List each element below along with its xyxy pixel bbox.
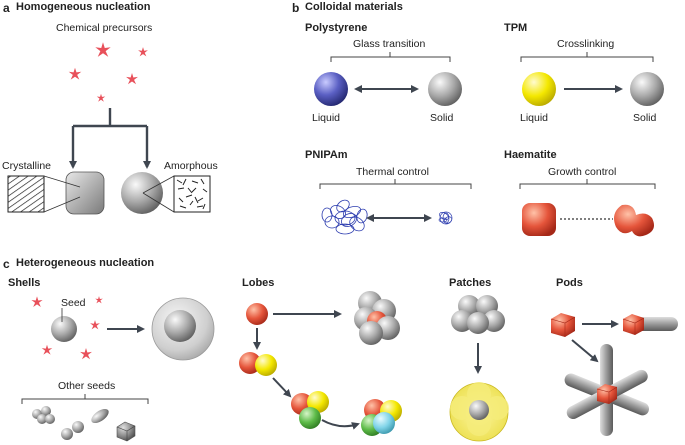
panel-a-title: Homogeneous nucleation <box>16 1 151 13</box>
shells-seed-sphere <box>51 316 77 342</box>
polystyrene-liquid-label: Liquid <box>312 112 341 124</box>
panel-c-title: Heterogeneous nucleation <box>16 257 155 269</box>
haematite-bracket <box>519 179 656 189</box>
haematite-title: Haematite <box>504 149 557 161</box>
patches-encapsulated-cluster <box>449 382 509 442</box>
polystyrene-solid-sphere <box>428 72 462 106</box>
lobes-title: Lobes <box>242 277 275 289</box>
haematite-cube <box>522 203 556 236</box>
tpm-bracket <box>520 52 654 62</box>
tpm-process-label: Crosslinking <box>557 38 615 50</box>
panel-a-letter: a <box>3 1 10 15</box>
patches-title: Patches <box>449 277 492 289</box>
lobes-arrow-curved <box>321 419 360 430</box>
pnipam-collapsed-coil <box>438 211 453 225</box>
pnipam-title: PNIPAm <box>305 149 348 161</box>
lobes-trimer <box>291 391 329 429</box>
lobes-tetramer <box>361 399 402 436</box>
tpm-solid-label: Solid <box>633 112 657 124</box>
haematite-process-label: Growth control <box>548 166 617 178</box>
amorphous-label: Amorphous <box>164 160 218 172</box>
tpm-solid-sphere <box>630 72 664 106</box>
other-seeds-bracket <box>21 394 149 404</box>
lobes-dimer <box>239 352 277 376</box>
panel-a-branch-arrows <box>69 108 151 169</box>
shells-title: Shells <box>8 277 41 289</box>
crystalline-label: Crystalline <box>2 160 52 172</box>
tpm-liquid-sphere <box>522 72 556 106</box>
panel-b-letter: b <box>292 1 300 15</box>
lobes-cluster-product <box>354 291 400 345</box>
polystyrene-title: Polystyrene <box>305 22 368 34</box>
other-seeds-shapes <box>32 406 136 442</box>
panel-a-precursor-stars <box>68 42 148 102</box>
pods-title: Pods <box>556 277 583 289</box>
patches-cluster-top <box>451 295 505 334</box>
other-seeds-label: Other seeds <box>58 380 116 392</box>
pods-multipod <box>564 344 650 436</box>
lobes-seed-red <box>246 303 268 325</box>
tpm-liquid-label: Liquid <box>520 112 549 124</box>
pnipam-process-label: Thermal control <box>356 166 429 178</box>
polystyrene-bracket <box>330 52 451 62</box>
lobes-arrow-diagonal <box>272 377 292 398</box>
panel-b-title: Colloidal materials <box>305 1 403 13</box>
pods-seed-cube <box>550 313 576 337</box>
seed-label: Seed <box>61 297 86 309</box>
polystyrene-liquid-sphere <box>314 72 348 106</box>
amorphous-particle <box>121 172 211 214</box>
polystyrene-solid-label: Solid <box>430 112 454 124</box>
haematite-peanut <box>614 204 654 237</box>
tpm-title: TPM <box>504 22 528 34</box>
pnipam-bracket <box>319 179 472 189</box>
chemical-precursors-label: Chemical precursors <box>56 22 153 34</box>
pnipam-swollen-coil <box>321 199 368 235</box>
crystalline-particle <box>7 171 105 215</box>
polystyrene-process-label: Glass transition <box>353 38 426 50</box>
shells-core-shell-particle <box>151 297 215 361</box>
panel-c-letter: c <box>3 257 10 271</box>
pods-arrow-down <box>571 339 599 363</box>
pods-single-rod <box>622 314 678 335</box>
